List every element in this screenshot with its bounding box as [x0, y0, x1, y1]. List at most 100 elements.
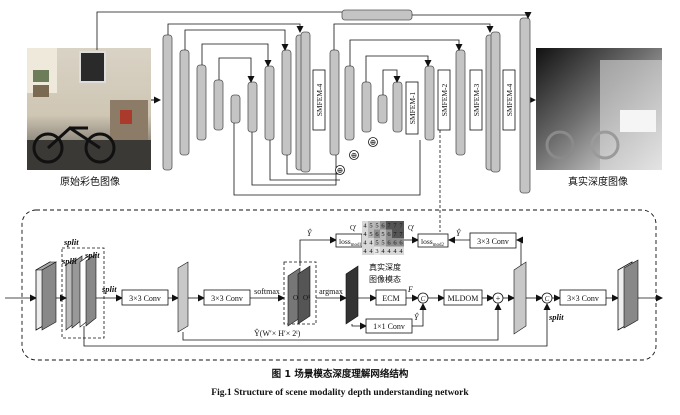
smfem-label-1: SMFEM-1 — [408, 91, 417, 124]
yhat-dims-label: Ŷ(W′× H′× 2ˡ) — [254, 328, 301, 338]
map-o1-label: O¹ — [303, 294, 310, 302]
grid-value: 6 — [393, 240, 397, 247]
decoder2-bar-9 — [490, 31, 501, 173]
grid-value: 4 — [363, 248, 367, 255]
grid-cell — [392, 221, 398, 230]
svg-text:⊕: ⊕ — [337, 166, 344, 175]
loss1-label: lossmodl — [339, 237, 362, 248]
decoder1-bar-3 — [281, 49, 292, 156]
grid-value: 6 — [387, 231, 391, 238]
right-image-label: 真实深度图像 — [568, 175, 628, 188]
grid-cell — [398, 238, 404, 247]
grid-cell — [374, 229, 380, 238]
grid-value: 4 — [369, 240, 373, 247]
svg-text:⊕: ⊕ — [370, 138, 377, 147]
feature-block-1 — [177, 261, 189, 333]
y-star-label: Ŷ — [456, 228, 462, 238]
grid-cell — [380, 238, 386, 247]
grid-value: 4 — [393, 248, 397, 255]
caption-zh: 图 1 场景模态深度理解网络结构 — [272, 368, 409, 380]
feature-block-2 — [513, 261, 527, 335]
grid-value: 7 — [393, 223, 397, 230]
decoder1-bar-2 — [264, 65, 275, 141]
argmax-map — [345, 265, 359, 325]
ground-truth-depth-image — [536, 48, 662, 170]
smfem-label-4b: SMFEM-4 — [505, 83, 514, 116]
grid-cell — [386, 246, 392, 255]
grid-cell — [368, 246, 374, 255]
y-hat-label: Ŷ — [307, 228, 313, 238]
grid-value: 4 — [363, 231, 367, 238]
grid-cell — [380, 221, 386, 230]
input-feature — [34, 261, 58, 331]
grid-cell — [392, 246, 398, 255]
grid-cell — [392, 238, 398, 247]
detail-frame — [21, 209, 657, 361]
grid-cell — [392, 229, 398, 238]
original-color-image — [27, 48, 151, 170]
grid-cell — [368, 229, 374, 238]
grid-cell — [398, 229, 404, 238]
grid-value: 4 — [363, 223, 367, 230]
decoder1-bar-1 — [247, 81, 258, 133]
grid-value: 4 — [369, 248, 373, 255]
split-label-4: split — [101, 284, 117, 294]
grid-value: 5 — [375, 240, 378, 247]
caption-en: Fig.1 Structure of scene modality depth … — [211, 388, 469, 398]
grid-value: 7 — [399, 223, 403, 230]
concat-label-1: C — [421, 295, 426, 303]
f-label: F — [407, 285, 413, 294]
grid-value: 4 — [399, 248, 403, 255]
grid-title-2: 图像模态 — [369, 274, 401, 284]
grid-cell — [374, 246, 380, 255]
grid-cell — [362, 229, 368, 238]
mldom-label: MLDOM — [448, 294, 479, 303]
grid-cell — [386, 221, 392, 230]
conv3x3-label-2: 3×3 Conv — [211, 294, 243, 303]
grid-cell — [386, 238, 392, 247]
left-image-label: 原始彩色图像 — [60, 175, 120, 188]
grid-value: 3 — [375, 248, 378, 255]
smfem-box-3 — [469, 69, 483, 131]
q-prime-2: Q′ — [408, 224, 415, 232]
ecm-label: ECM — [382, 294, 399, 303]
to-conv1x1-line — [351, 322, 367, 330]
grid-cell — [362, 221, 368, 230]
q-prime-1: Q′ — [350, 224, 357, 232]
grid-value: 5 — [369, 231, 372, 238]
decoder2-bar-3 — [361, 81, 372, 133]
encoder-bars — [162, 9, 531, 194]
grid-value: 6 — [399, 240, 403, 247]
to-conv3-line — [516, 236, 523, 270]
split-label-2: split — [61, 256, 77, 266]
conv1x1-out-line — [412, 303, 427, 327]
grid-value: 5 — [381, 231, 384, 238]
smfem-box-1 — [405, 81, 419, 135]
grid-cell — [386, 229, 392, 238]
grid-cell — [380, 229, 386, 238]
smfem-label-4a: SMFEM-4 — [315, 83, 324, 116]
loss2-label: lossmod2 — [421, 237, 445, 248]
conv3x3-box-1 — [121, 289, 169, 306]
decoder2-bar-5 — [392, 81, 403, 133]
grid-value: 4 — [381, 248, 385, 255]
grid-value: 5 — [375, 223, 378, 230]
encoder-bar-1 — [162, 34, 173, 171]
grid-value: 5 — [369, 223, 372, 230]
grid-value: 6 — [375, 231, 379, 238]
bottom-skip-line — [83, 303, 551, 347]
split-label-1: split — [63, 237, 79, 247]
grid-cell — [380, 246, 386, 255]
residual-line — [182, 303, 502, 341]
split-label-5: split — [548, 312, 564, 322]
decoder1-bar-5 — [300, 31, 311, 173]
smfem-box-2 — [437, 69, 451, 131]
encoder-bar-4 — [213, 79, 224, 131]
grid-value: 7 — [393, 231, 397, 238]
softmax-label: softmax — [254, 287, 280, 296]
argmax-label: argmax — [319, 287, 343, 296]
smfem-blocks — [312, 69, 516, 135]
decoder2-bar-4 — [377, 94, 388, 124]
